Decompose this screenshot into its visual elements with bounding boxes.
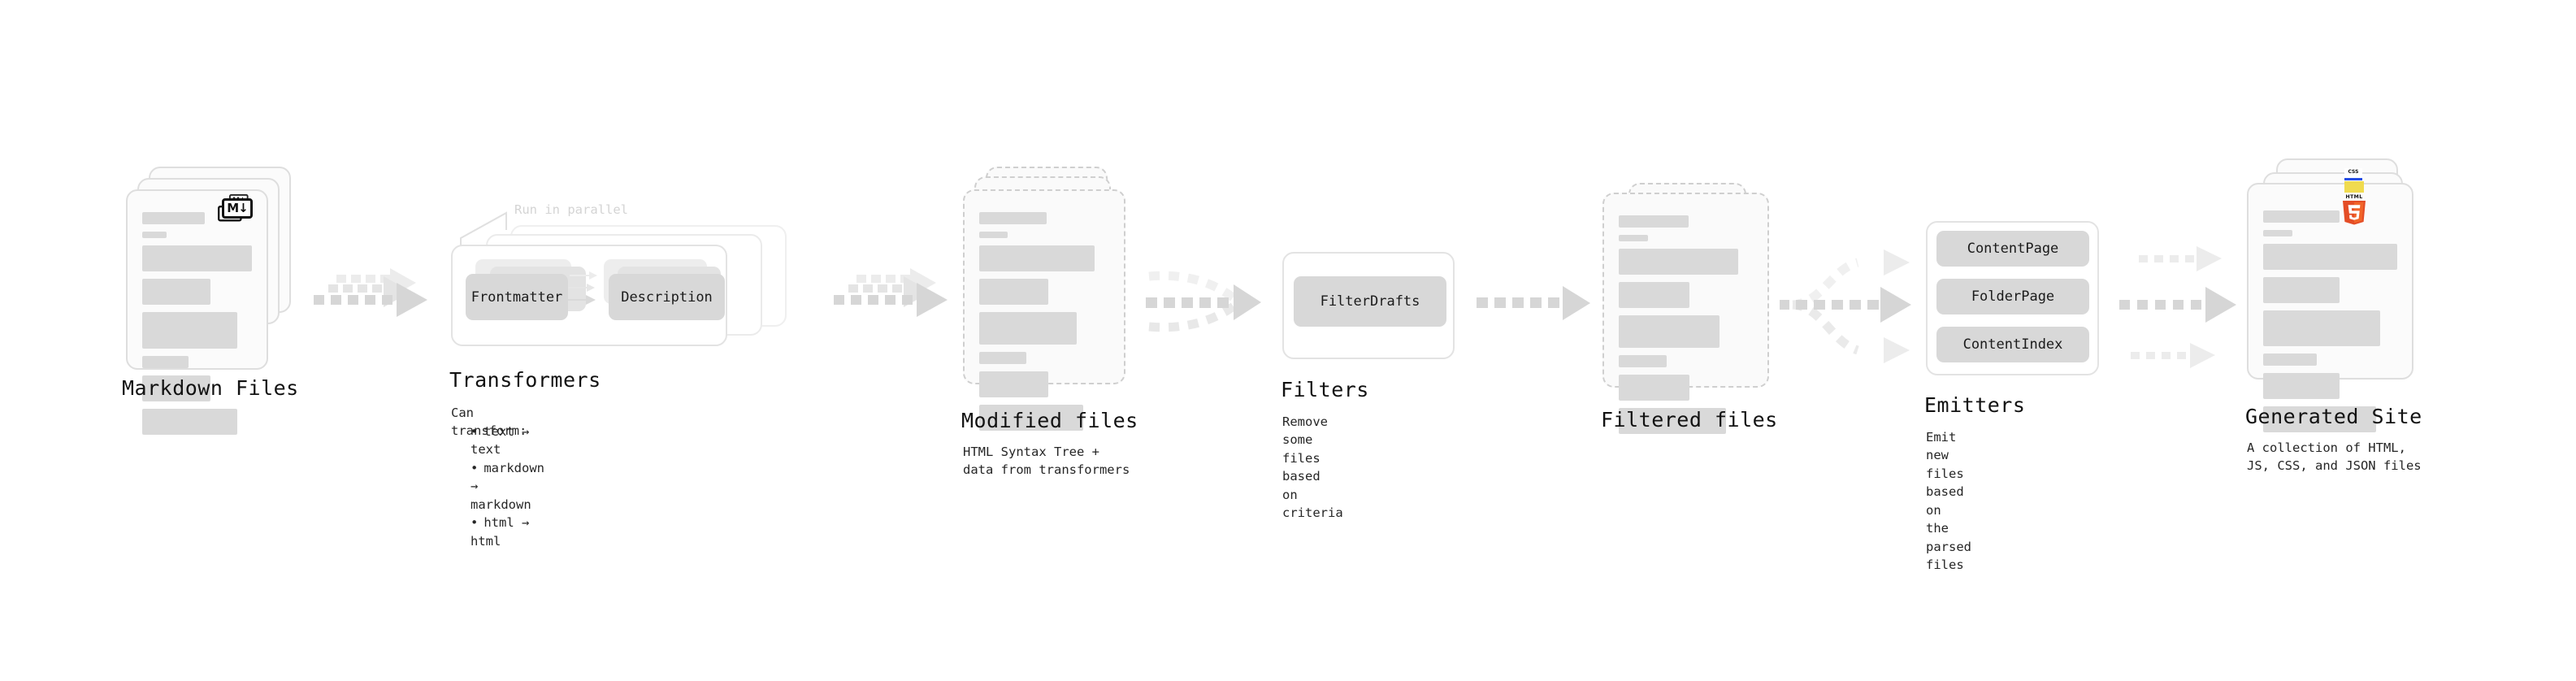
filtered-card-front — [1602, 193, 1769, 434]
chip-filterdrafts[interactable]: FilterDrafts — [1294, 276, 1446, 327]
caption-modified-files-sub: HTML Syntax Tree + data from transformer… — [963, 445, 1130, 478]
content-bar — [142, 356, 189, 368]
content-bar — [2263, 277, 2340, 303]
content-bar — [2263, 210, 2340, 223]
css-badge: CSS — [2344, 168, 2362, 180]
content-bar — [979, 245, 1095, 271]
content-bar — [1619, 249, 1738, 275]
caption-emitters: Emitters — [1924, 393, 2026, 417]
chip-folderpage-label: FolderPage — [1971, 288, 2055, 305]
content-bar — [2263, 354, 2317, 366]
label-run-in-parallel: Run in parallel — [514, 202, 628, 217]
modified-card-content — [979, 212, 1109, 438]
connector-modified-to-filters — [1146, 271, 1261, 332]
list-item: html → html — [471, 514, 544, 550]
content-bar — [979, 279, 1048, 305]
filtered-card-stack — [1602, 183, 1777, 434]
js-badge — [2344, 181, 2364, 193]
site-card-content — [2263, 210, 2397, 440]
content-bar — [1619, 355, 1667, 367]
content-bar — [142, 279, 210, 305]
stage-generated-site: CSS HTML Generated Site A collection of … — [2245, 158, 2422, 473]
chip-filterdrafts-label: FilterDrafts — [1320, 293, 1420, 310]
caption-filters-sub: Remove some files based on criteria — [1282, 414, 1343, 521]
content-bar — [2263, 373, 2340, 399]
site-card-stack: CSS HTML — [2247, 158, 2422, 432]
chip-description-label: Description — [621, 288, 713, 306]
markdown-badge: M↓ — [222, 198, 253, 219]
connector-emitters-to-site — [2119, 246, 2236, 368]
content-bar — [979, 352, 1026, 364]
chip-folderpage[interactable]: FolderPage — [1936, 279, 2089, 314]
content-bar — [1619, 408, 1726, 434]
content-bar — [142, 212, 205, 224]
html5-badge: HTML — [2340, 193, 2369, 225]
list-item: text → text — [471, 423, 544, 459]
chip-contentindex-label: ContentIndex — [1962, 336, 2063, 353]
caption-filtered-files: Filtered files — [1601, 408, 1778, 432]
content-bar — [2263, 244, 2397, 270]
caption-modified-files: Modified files — [961, 409, 1138, 432]
svg-text:HTML: HTML — [2345, 194, 2362, 200]
content-bar — [142, 245, 252, 271]
connector-filters-to-filtered — [1477, 286, 1590, 320]
content-bar — [979, 371, 1048, 397]
content-bar — [142, 232, 167, 238]
content-bar — [1619, 375, 1690, 401]
content-bar — [2263, 310, 2380, 346]
chip-description[interactable]: Description — [609, 274, 725, 320]
site-card-html — [2247, 183, 2413, 432]
stage-modified-files: Modified files HTML Syntax Tree + data f… — [961, 167, 1138, 477]
content-bar — [1619, 282, 1690, 308]
markdown-card-front — [126, 189, 268, 435]
content-bar — [1619, 215, 1689, 228]
chip-frontmatter-label: Frontmatter — [471, 288, 563, 306]
content-bar — [2263, 406, 2376, 432]
content-bar — [979, 212, 1047, 224]
chip-contentindex[interactable]: ContentIndex — [1936, 327, 2089, 362]
stage-markdown-files: M↓ M↓ M↓ Markdown Files — [122, 167, 298, 435]
css-badge-label: CSS — [2348, 169, 2359, 175]
chip-contentpage[interactable]: ContentPage — [1936, 231, 2089, 267]
stage-filtered-files: Filtered files — [1601, 183, 1777, 434]
content-bar — [1619, 235, 1649, 241]
transformers-bullets: text → text markdown → markdown html → h… — [458, 423, 544, 550]
markdown-card-stack: M↓ M↓ M↓ — [126, 167, 297, 435]
connector-transformers-to-modified — [834, 268, 948, 317]
list-item: markdown → markdown — [471, 459, 544, 514]
markdown-card-content — [142, 212, 252, 442]
content-bar — [979, 232, 1008, 238]
caption-emitters-sub: Emit new files based on the parsed files — [1926, 430, 1971, 573]
content-bar — [2263, 230, 2293, 236]
content-bar — [979, 312, 1077, 345]
caption-filters: Filters — [1281, 378, 1369, 401]
chip-contentpage-label: ContentPage — [1967, 241, 2059, 257]
content-bar — [1619, 315, 1720, 348]
caption-generated-site: Generated Site — [2245, 405, 2422, 428]
connector-markdown-to-transformers — [314, 268, 427, 317]
content-bar — [142, 375, 210, 401]
chip-frontmatter[interactable]: Frontmatter — [466, 274, 568, 320]
markdown-badge-label: M↓ — [227, 201, 248, 215]
connector-filtered-to-emitters — [1780, 249, 1911, 363]
content-bar — [142, 312, 238, 349]
content-bar — [979, 405, 1083, 431]
caption-markdown-files: Markdown Files — [122, 376, 299, 400]
modified-card-front — [963, 189, 1125, 431]
filtered-card-content — [1619, 215, 1753, 441]
content-bar — [142, 409, 238, 435]
caption-transformers: Transformers — [449, 368, 601, 392]
caption-generated-site-sub: A collection of HTML, JS, CSS, and JSON … — [2247, 440, 2422, 474]
modified-card-stack — [963, 167, 1134, 431]
